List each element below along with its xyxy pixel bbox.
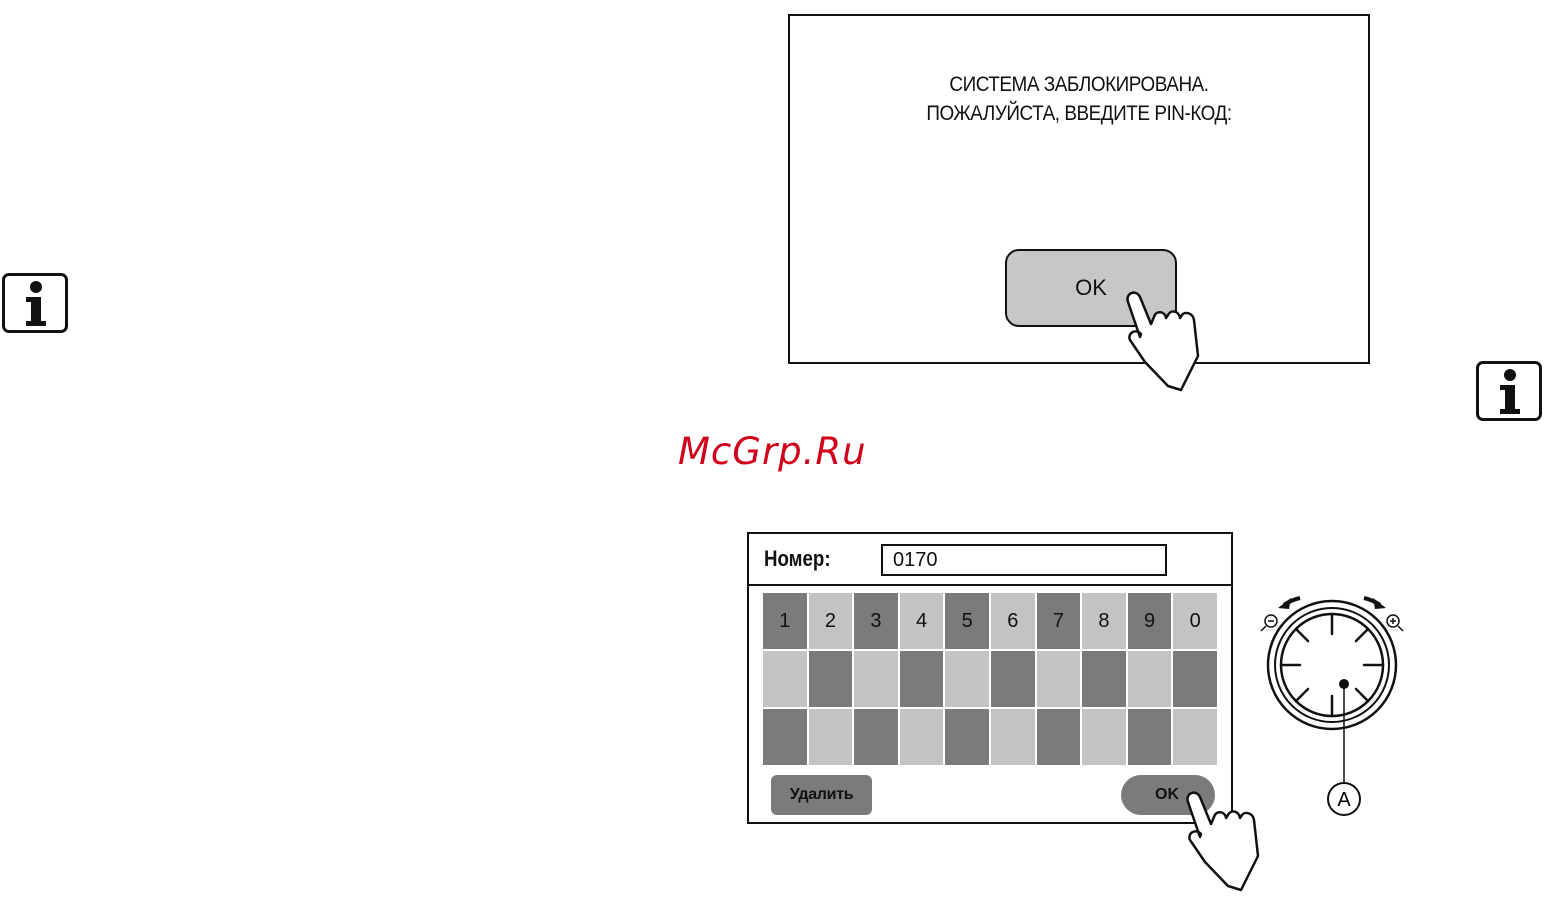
control-knob [1268, 601, 1396, 783]
hand-pointer-icon [1187, 793, 1258, 890]
hand-pointer-icon [1127, 293, 1198, 390]
callout-label: A [1337, 789, 1351, 811]
callout-a: A [1328, 783, 1360, 815]
arrow-left-icon [1278, 598, 1300, 609]
arrow-right-icon [1364, 598, 1386, 609]
zoom-in-icon [1387, 615, 1403, 631]
zoom-out-icon [1261, 615, 1277, 631]
